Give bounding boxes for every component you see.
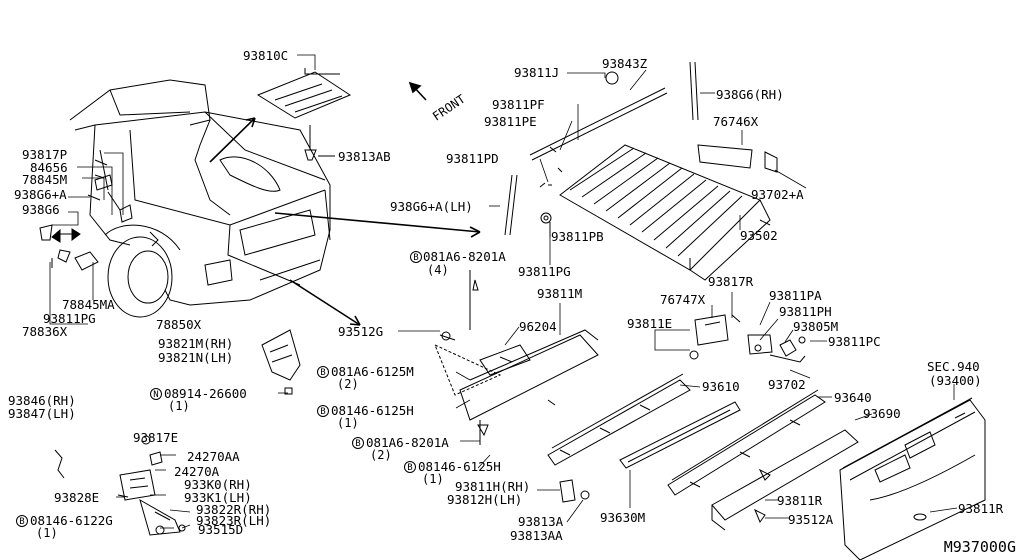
label-93813AA[interactable]: 93813AA: [510, 528, 563, 543]
bracket-group-76747X: [689, 314, 806, 363]
cross-member-93811M: [434, 270, 599, 445]
qty-08914-26600: (1): [168, 399, 190, 413]
label-93823R-LH[interactable]: 93823R(LH): [196, 513, 272, 528]
label-933K1-LH[interactable]: 933K1(LH): [184, 490, 252, 505]
label-081A6-8201A-bot[interactable]: 081A6-8201A: [366, 435, 449, 450]
label-93811PA[interactable]: 93811PA: [769, 288, 822, 303]
label-93846-RH[interactable]: 93846(RH): [8, 393, 76, 408]
label-SEC940[interactable]: SEC.940: [927, 359, 980, 374]
label-93811PG-left[interactable]: 93811PG: [43, 311, 96, 326]
label-93811H-RH[interactable]: 93811H(RH): [455, 479, 531, 494]
label-93811PD[interactable]: 93811PD: [446, 151, 499, 166]
bolt-symbol-B: B: [352, 437, 364, 449]
label-93690[interactable]: 93690: [863, 406, 901, 421]
label-93813AB[interactable]: 93813AB: [338, 149, 391, 164]
label-93821N-LH[interactable]: 93821N(LH): [158, 350, 234, 365]
label-93811R-a[interactable]: 93811R: [777, 493, 823, 508]
label-24270A[interactable]: 24270A: [174, 464, 220, 479]
label-93630M[interactable]: 93630M: [600, 510, 646, 525]
long-members: [547, 373, 859, 531]
bolt-symbol-B: B: [16, 515, 28, 527]
label-93502[interactable]: 93502: [740, 228, 778, 243]
label-08146-6122G[interactable]: 08146-6122G: [30, 513, 113, 528]
label-93847-LH[interactable]: 93847(LH): [8, 406, 76, 421]
label-24270AA[interactable]: 24270AA: [187, 449, 240, 464]
bolt-symbol-B: B: [317, 366, 329, 378]
label-938G6-A-LH[interactable]: 938G6+A(LH): [390, 199, 473, 214]
label-78850X[interactable]: 78850X: [156, 317, 202, 332]
qty-08146-6125H-b: (1): [422, 472, 444, 486]
label-93811PG[interactable]: 93811PG: [518, 264, 571, 279]
label-93822R-RH[interactable]: 93822R(RH): [196, 502, 272, 517]
bed-liner-93502: [559, 144, 771, 281]
label-93813A[interactable]: 93813A: [518, 514, 564, 529]
label-93817R[interactable]: 93817R: [708, 274, 754, 289]
tailgate-93400: [839, 397, 986, 560]
label-081A6-8201A-top[interactable]: 081A6-8201A: [423, 249, 506, 264]
label-93702[interactable]: 93702: [768, 377, 806, 392]
label-93817P[interactable]: 93817P: [22, 147, 68, 162]
label-93811R-b[interactable]: 93811R: [958, 501, 1004, 516]
bolt-symbol-B: B: [404, 461, 416, 473]
bed-rails: [504, 61, 778, 236]
left-small-parts: [39, 149, 121, 271]
label-93821M-RH[interactable]: 93821M(RH): [158, 336, 234, 351]
label-93702-A[interactable]: 93702+A: [751, 187, 804, 202]
label-93811M[interactable]: 93811M: [537, 286, 583, 301]
qty-081A6-6125M: (2): [337, 377, 359, 391]
label-93512G[interactable]: 93512G: [338, 324, 384, 339]
qty-08146-6122G: (1): [36, 526, 58, 540]
bolt-symbol-B: B: [317, 405, 329, 417]
label-93811E[interactable]: 93811E: [627, 316, 673, 331]
bed-panel-93810C: [256, 68, 352, 161]
label-93811J[interactable]: 93811J: [514, 65, 560, 80]
side-panel-93821M: [261, 329, 301, 395]
bracket-93811H: [559, 479, 590, 503]
latch-group-24270A: [54, 435, 186, 536]
label-93811PH[interactable]: 93811PH: [779, 304, 832, 319]
label-93805M[interactable]: 93805M: [793, 319, 839, 334]
label-93515D[interactable]: 93515D: [198, 522, 244, 537]
label-08146-6125H-b[interactable]: 08146-6125H: [418, 459, 501, 474]
label-93610[interactable]: 93610: [702, 379, 740, 394]
qty-081A6-8201A-top: (4): [427, 263, 449, 277]
label-93828E[interactable]: 93828E: [54, 490, 100, 505]
label-93811PF[interactable]: 93811PF: [492, 97, 545, 112]
label-78845MA[interactable]: 78845MA: [62, 297, 115, 312]
label-938G6-RH[interactable]: 938G6(RH): [716, 87, 784, 102]
bolt-symbol-B: B: [410, 251, 422, 263]
label-93843Z[interactable]: 93843Z: [602, 56, 648, 71]
diagram-code: M937000G: [943, 538, 1016, 556]
label-93811PE[interactable]: 93811PE: [484, 114, 537, 129]
label-93810C[interactable]: 93810C: [243, 48, 289, 63]
label-08914-26600[interactable]: 08914-26600: [164, 386, 247, 401]
label-93811PB[interactable]: 93811PB: [551, 229, 604, 244]
label-938G6-A-left[interactable]: 938G6+A: [14, 187, 67, 202]
label-933K0-RH[interactable]: 933K0(RH): [184, 477, 252, 492]
label-76746X[interactable]: 76746X: [713, 114, 759, 129]
qty-08146-6125H-a: (1): [337, 416, 359, 430]
label-081A6-6125M[interactable]: 081A6-6125M: [331, 364, 414, 379]
label-93817E[interactable]: 93817E: [133, 430, 179, 445]
label-93640[interactable]: 93640: [834, 390, 872, 405]
label-938G6-left[interactable]: 938G6: [22, 202, 60, 217]
label-78836X[interactable]: 78836X: [22, 324, 68, 339]
label-93512A[interactable]: 93512A: [788, 512, 834, 527]
truck-illustration: [69, 79, 331, 318]
label-76747X[interactable]: 76747X: [660, 292, 706, 307]
leader-lines: [49, 54, 958, 529]
label-93400[interactable]: (93400): [929, 373, 982, 388]
label-08146-6125H-a[interactable]: 08146-6125H: [331, 403, 414, 418]
arrows: [209, 81, 481, 326]
label-84656[interactable]: 84656: [30, 160, 68, 175]
label-96204[interactable]: 96204: [519, 319, 557, 334]
bolt-symbol-N: N: [150, 388, 162, 400]
label-93811PC[interactable]: 93811PC: [828, 334, 881, 349]
qty-081A6-8201A-bot: (2): [370, 448, 392, 462]
label-78845M[interactable]: 78845M: [22, 172, 68, 187]
label-93812H-LH[interactable]: 93812H(LH): [447, 492, 523, 507]
